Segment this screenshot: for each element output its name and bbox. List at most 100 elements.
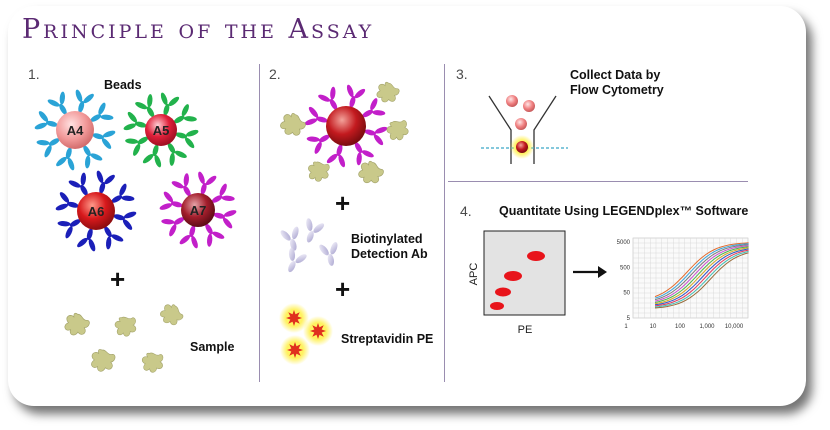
analytes-layer — [64, 81, 409, 373]
standard-curve-7 — [654, 248, 749, 306]
sape-1-star — [286, 310, 302, 326]
capture-antibody — [104, 226, 124, 250]
bead-a7-sphere — [181, 193, 215, 227]
capture-antibody — [47, 91, 67, 115]
capture-antibody — [362, 98, 386, 118]
capture-antibody — [211, 183, 235, 203]
capture-antibody — [92, 130, 116, 149]
bead-a4-label: A4 — [67, 123, 84, 138]
divider-1-2 — [259, 64, 260, 382]
sape-2 — [303, 316, 333, 346]
capture-antibody — [179, 225, 198, 249]
detection-antibody — [288, 247, 307, 273]
step1-number: 1. — [28, 66, 40, 82]
capture-antibody — [55, 192, 79, 211]
flow-bead-1 — [506, 95, 518, 107]
capture-antibody — [135, 94, 155, 118]
standard-curve-10 — [654, 252, 749, 309]
capture-antibody — [318, 86, 338, 110]
capture-antibody — [142, 144, 162, 168]
arrow-head — [598, 266, 607, 278]
bead-a6-label: A6 — [88, 204, 105, 219]
standard-curve-3 — [654, 244, 749, 301]
capture-antibody — [304, 106, 328, 126]
curve-x-tick: 10,000 — [725, 324, 744, 330]
curve-y-tick: 5 — [627, 316, 631, 322]
bead-a4-sphere — [56, 111, 94, 149]
standard-curve-5 — [654, 246, 749, 303]
capture-antibody — [160, 92, 180, 116]
step3-number: 3. — [456, 66, 468, 82]
standard-curve-8 — [654, 249, 749, 307]
capture-antibody — [171, 173, 191, 197]
capture-antibody — [354, 142, 374, 166]
bead-a7: A7 — [159, 171, 237, 249]
capture-antibody — [111, 183, 135, 203]
capture-antibody — [75, 89, 94, 113]
bead-a5-label: A5 — [153, 123, 170, 138]
capture-antibody — [90, 102, 114, 122]
page-title: Principle of the Assay — [22, 14, 375, 45]
standard-curve-2 — [654, 243, 749, 299]
step2-plus-1: + — [335, 188, 351, 218]
scatter-population-1 — [527, 251, 545, 261]
scatter-population-4 — [490, 302, 504, 310]
capture-antibody — [161, 217, 185, 237]
capture-antibody — [123, 111, 147, 131]
scatter-y-label: APC — [468, 263, 480, 286]
curve-x-tick: 1,000 — [699, 324, 715, 330]
detection-antibody — [280, 226, 299, 251]
capture-antibody — [96, 170, 115, 194]
analyte — [64, 312, 90, 336]
bead-a5: A5 — [123, 92, 199, 168]
capture-antibody — [173, 104, 197, 124]
capture-antibody — [213, 210, 237, 229]
flow-label-2: Flow Cytometry — [570, 83, 664, 97]
bead-bound-sphere — [326, 106, 366, 146]
curve-x-tick: 1 — [624, 324, 628, 330]
analyte — [308, 161, 330, 182]
step1-plus: + — [110, 264, 126, 294]
capture-antibody — [34, 111, 58, 130]
sample-label: Sample — [190, 340, 235, 354]
flow-cell-right-wall — [533, 95, 557, 164]
capture-antibody — [364, 126, 388, 146]
curve-y-tick: 500 — [620, 265, 631, 271]
analyte — [376, 81, 400, 103]
flow-cell-left-wall — [488, 95, 512, 164]
detection-ab-label-2: Detection Ab — [351, 247, 428, 261]
capture-antibody — [77, 228, 96, 252]
sape-2-star — [310, 323, 326, 339]
capture-antibody — [36, 138, 60, 158]
scatter-population-3 — [495, 287, 511, 297]
bead-a5-sphere — [145, 114, 177, 146]
flow-bead-3 — [515, 118, 527, 130]
capture-antibody — [159, 191, 183, 210]
analyte — [114, 316, 137, 337]
detection-ab-label-1: Biotinylated — [351, 232, 423, 246]
detection-antibodies-layer — [279, 218, 338, 365]
bead-a7-label: A7 — [190, 203, 207, 218]
step2-number: 2. — [269, 66, 281, 82]
capture-antibody — [306, 134, 330, 154]
capture-antibody — [175, 129, 199, 149]
capture-antibody — [113, 211, 137, 230]
quantitate-label: Quantitate Using LEGENDplex™ Software — [499, 204, 749, 218]
capture-antibody — [125, 136, 149, 156]
curve-x-tick: 100 — [675, 324, 686, 330]
standard-curve-4 — [654, 245, 749, 302]
bead-a4: A4 — [34, 89, 116, 171]
scatter-x-label: PE — [518, 324, 533, 336]
analyte — [358, 160, 384, 184]
step4-number: 4. — [460, 203, 472, 219]
analyte — [160, 304, 184, 326]
capture-antibody — [56, 147, 75, 171]
capture-antibody — [346, 84, 366, 108]
capture-antibody — [68, 172, 88, 196]
capture-antibody — [83, 145, 103, 169]
flow-label-1: Collect Data by — [570, 68, 661, 82]
assay-card: Principle of the Assay 1. Beads + Sample… — [8, 6, 806, 406]
flow-cell-layer — [481, 95, 568, 164]
analyte — [91, 349, 116, 372]
